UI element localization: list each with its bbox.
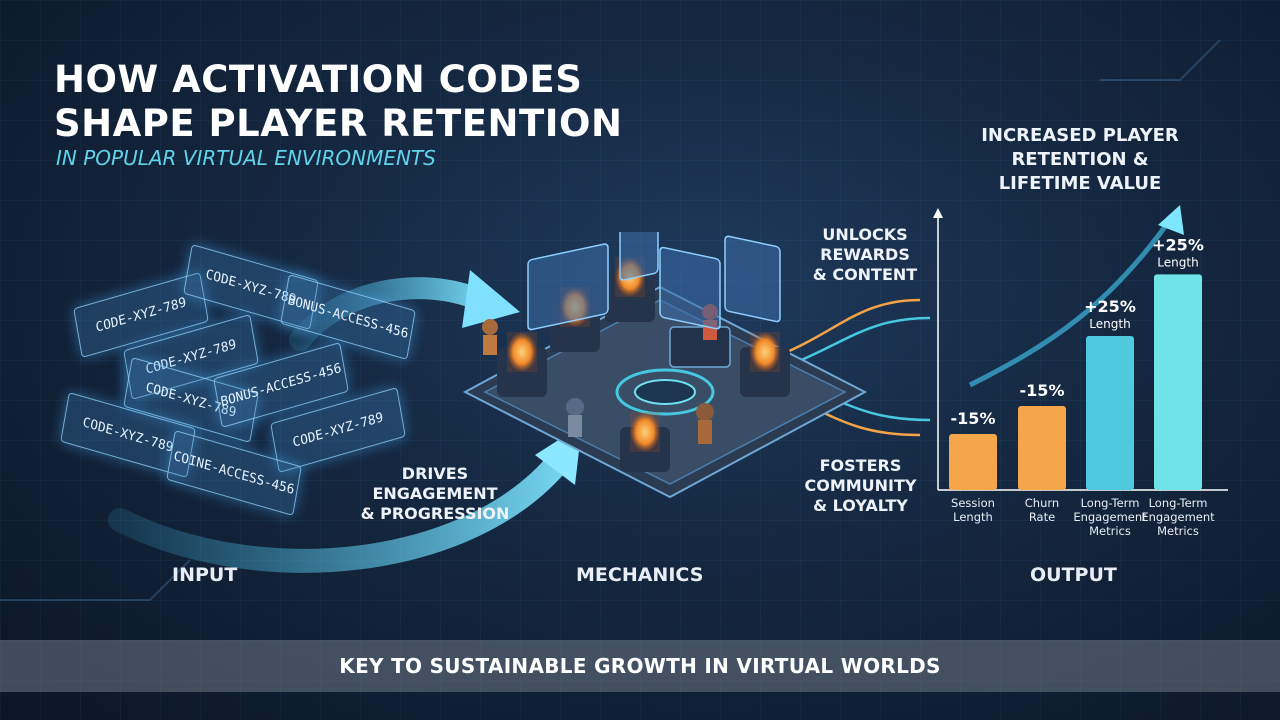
footer-text: KEY TO SUSTAINABLE GROWTH IN VIRTUAL WOR…: [339, 654, 941, 678]
footer-banner: KEY TO SUSTAINABLE GROWTH IN VIRTUAL WOR…: [0, 640, 1280, 692]
title-line-1: HOW ACTIVATION CODES: [54, 58, 583, 101]
drives-engagement-label: DRIVES ENGAGEMENT & PROGRESSION: [360, 464, 510, 523]
bar: [949, 434, 997, 490]
floating-ui-panels: [527, 232, 781, 331]
bar: [1086, 336, 1134, 490]
glow-tile: [497, 332, 547, 397]
page-subtitle: IN POPULAR VIRTUAL ENVIRONMENTS: [56, 146, 436, 170]
x-tick-label: Long-Term: [1081, 496, 1140, 510]
lower-flow-arrow: [108, 448, 572, 573]
bar-value-label: -15%: [951, 409, 996, 428]
bar: [1018, 406, 1066, 490]
page-title: HOW ACTIVATION CODES SHAPE PLAYER RETENT…: [54, 58, 622, 146]
output-line-2: [789, 316, 931, 367]
mechanics-label: MECHANICS: [576, 564, 704, 586]
growth-trend-arrowhead: [1158, 205, 1184, 235]
upper-flow-arrowhead: [462, 270, 520, 328]
bar-sublabel: Length: [1157, 255, 1198, 269]
x-tick-label: Length: [953, 510, 993, 524]
output-headline: INCREASED PLAYER RETENTION & LIFETIME VA…: [981, 125, 1179, 194]
output-label: OUTPUT: [1030, 564, 1117, 586]
x-tick-label: Engagement: [1073, 510, 1147, 524]
bar-value-label: +25%: [1084, 297, 1136, 316]
output-line-1: [779, 298, 921, 357]
bar-sublabel: Length: [1089, 317, 1130, 331]
retention-bar-chart: -15%SessionLength-15%ChurnRate+25%Length…: [933, 205, 1228, 538]
bar-value-label: +25%: [1152, 235, 1204, 254]
x-tick-label: Session: [951, 496, 995, 510]
input-label: INPUT: [172, 564, 238, 586]
x-tick-label: Churn: [1025, 496, 1059, 510]
x-tick-label: Long-Term: [1149, 496, 1208, 510]
glow-tile: [620, 412, 670, 472]
fosters-community-label: FOSTERS COMMUNITY & LOYALTY: [804, 456, 917, 515]
growth-trend-line: [968, 215, 1175, 388]
glow-tile: [740, 332, 790, 397]
bar: [1154, 274, 1202, 490]
y-axis-arrow: [933, 208, 943, 218]
bar-value-label: -15%: [1020, 381, 1065, 400]
unlocks-rewards-label: UNLOCKS REWARDS & CONTENT: [812, 225, 918, 284]
x-tick-label: Metrics: [1089, 524, 1131, 538]
upper-flow-arrow: [289, 277, 491, 351]
x-tick-label: Metrics: [1157, 524, 1199, 538]
title-line-2: SHAPE PLAYER RETENTION: [54, 102, 623, 145]
x-tick-label: Rate: [1029, 510, 1055, 524]
x-tick-label: Engagement: [1141, 510, 1215, 524]
